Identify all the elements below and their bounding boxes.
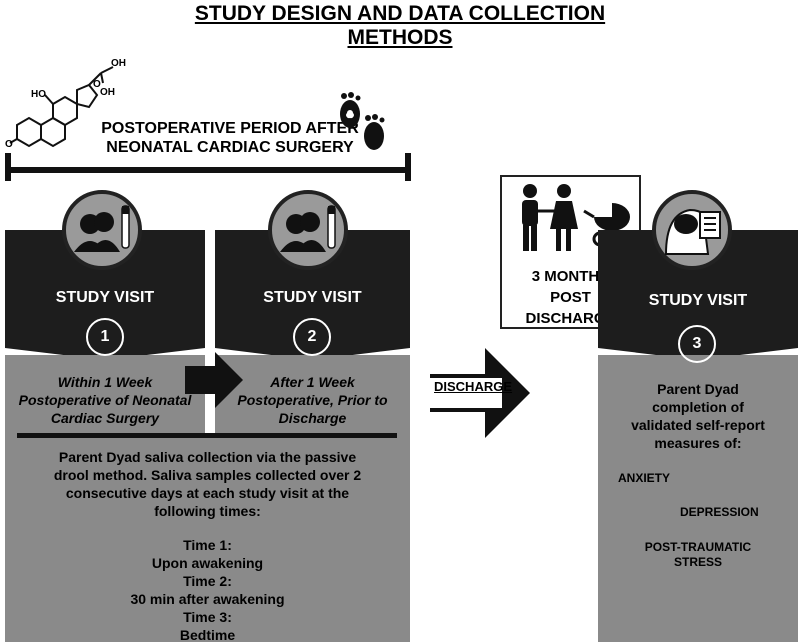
diagram-title-line1: STUDY DESIGN AND DATA COLLECTION bbox=[194, 2, 606, 25]
discharge-label: DISCHARGE bbox=[434, 379, 513, 394]
visit1-icon bbox=[62, 190, 142, 270]
visit2-icon bbox=[268, 190, 348, 270]
baby-footprints-icon bbox=[340, 92, 385, 150]
arrow-visit1-to-visit2 bbox=[185, 352, 243, 408]
molecule-label-o1: O bbox=[93, 79, 101, 90]
visit3-label: STUDY VISIT bbox=[648, 292, 748, 309]
parent-saliva-tube-icon bbox=[74, 205, 130, 252]
post-discharge-line2: POST bbox=[550, 289, 591, 306]
period-title-line2: NEONATAL CARDIAC SURGERY bbox=[106, 139, 354, 156]
measure-post-traumatic-stress: POST-TRAUMATIC STRESS bbox=[644, 540, 752, 569]
visit2-number: 2 bbox=[293, 318, 331, 356]
cortisol-molecule-icon: O OH OH HO O bbox=[5, 58, 126, 150]
parent-saliva-tube-icon bbox=[280, 205, 336, 252]
post-discharge-box: 3 MONTHS POST DISCHARGE bbox=[500, 175, 641, 329]
family-stroller-icon bbox=[522, 184, 632, 251]
diagram-title-line2: METHODS bbox=[347, 26, 453, 49]
molecule-label-ho: HO bbox=[31, 89, 46, 100]
visit2-grey-panel bbox=[215, 355, 410, 437]
period-title-line1: POSTOPERATIVE PERIOD AFTER bbox=[101, 120, 359, 137]
molecule-label-o2: O bbox=[5, 139, 13, 150]
measure-anxiety: ANXIETY bbox=[618, 471, 671, 485]
saliva-panel bbox=[5, 437, 410, 642]
timeline-end-tick bbox=[405, 153, 411, 181]
measure-depression: DEPRESSION bbox=[680, 505, 759, 519]
visit3-icon bbox=[652, 190, 732, 270]
post-discharge-line3: DISCHARGE bbox=[525, 310, 616, 327]
brain-questionnaire-icon bbox=[664, 208, 721, 255]
molecule-label-oh-top: OH bbox=[111, 58, 126, 69]
visit1-number: 1 bbox=[86, 318, 124, 356]
post-discharge-line1: 3 MONTHS bbox=[531, 268, 610, 285]
saliva-times: Time 1: Upon awakening Time 2: 30 min af… bbox=[130, 537, 285, 643]
molecule-label-oh: OH bbox=[100, 87, 115, 98]
visit1-label: STUDY VISIT bbox=[55, 289, 155, 306]
visit3-description: Parent Dyad completion of validated self… bbox=[631, 381, 765, 451]
visit2-label: STUDY VISIT bbox=[263, 289, 362, 306]
visit3-number: 3 bbox=[678, 325, 716, 363]
visit1-grey-panel bbox=[5, 355, 205, 437]
timeline-bar bbox=[5, 167, 411, 173]
saliva-separator bbox=[17, 433, 397, 438]
timeline-start-tick bbox=[5, 153, 11, 181]
visit3-grey-panel bbox=[598, 355, 798, 642]
saliva-description: Parent Dyad saliva collection via the pa… bbox=[53, 449, 362, 519]
discharge-arrow bbox=[430, 348, 530, 438]
